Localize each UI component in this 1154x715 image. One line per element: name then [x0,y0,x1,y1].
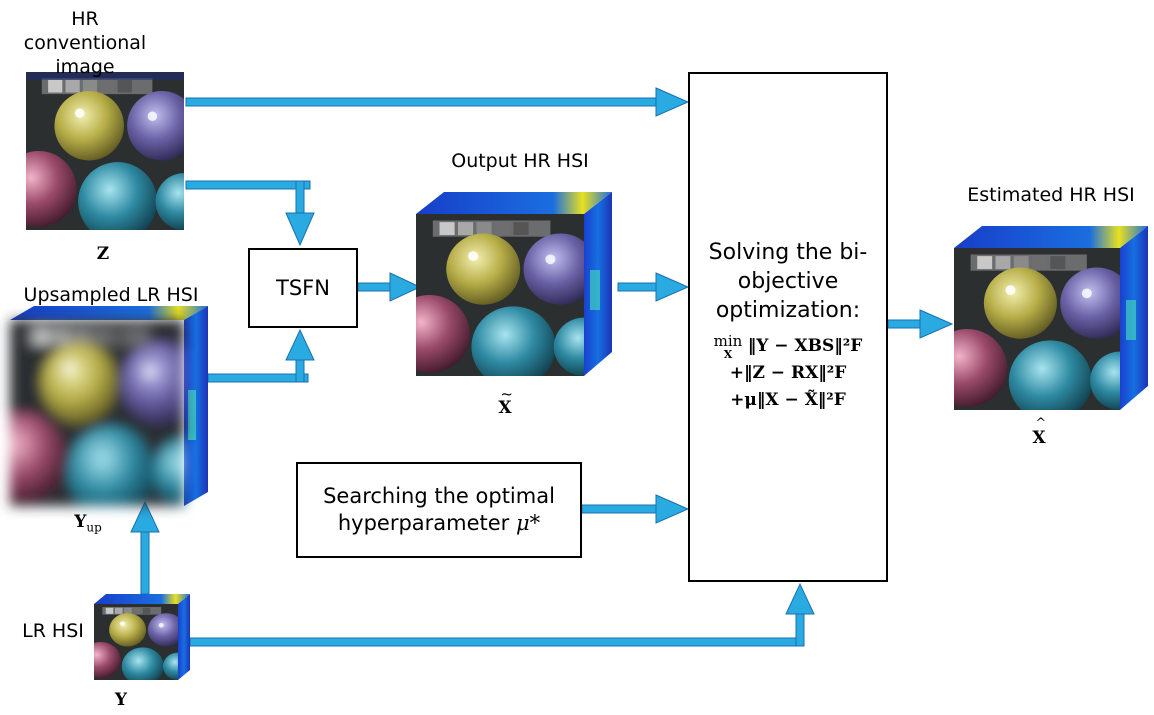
solver-equation-2: +‖Z − RX‖²F [729,363,847,384]
arrow-z-to-solver [185,87,690,117]
arrow-search-to-solver [581,494,690,524]
tilde-accent: ~ [500,385,513,403]
lr-hsi-cube [94,594,190,680]
arrow-lr-to-solver [189,582,815,647]
estimated-hr-hsi-cube [954,226,1148,410]
label-output-hr-hsi: Output HR HSI [451,150,589,172]
label-hr-conventional-image: HR conventional image [23,8,147,78]
hat-accent: ^ [1035,416,1047,431]
label-estimated-hr-hsi: Estimated HR HSI [967,184,1135,206]
arrow-z-to-tsfn [185,180,315,247]
label-lr-hsi: LR HSI [22,620,84,642]
solver-equation-3: +μ‖X − X̃‖²F [730,390,846,411]
output-hr-hsi-cube [416,192,612,376]
symbol-x-hat-base: X [1032,428,1046,448]
eq1-body: ‖Y − XBS‖²F [747,336,863,357]
mu-star-symbol: μ* [516,511,541,535]
symbol-z: Z [96,244,110,264]
tsfn-label: TSFN [276,276,330,300]
arrow-solver-to-estimated [887,309,954,339]
symbol-x-tilde-base: X [498,398,512,418]
hr-conventional-image [26,72,184,241]
solver-equation-1: min X ‖Y − XBS‖²F [714,333,863,360]
symbol-x-tilde: ~ X [490,385,520,418]
search-box-line2-text: hyperparameter [337,511,510,535]
symbol-y-up-base: Y [74,512,87,532]
search-hyperparameter-box: Searching the optimal hyperparameter μ* [296,462,582,558]
symbol-y-up-subscript: up [86,520,102,535]
symbol-y: Y [114,690,128,710]
symbol-y-up: Yup [58,512,118,534]
symbol-x-hat: ^ X [1024,416,1054,448]
tsfn-box: TSFN [248,248,358,328]
arrow-lr-to-upsampled [130,500,160,595]
eq1-min-subscript: X [723,347,733,361]
solver-title: Solving the bi-objective optimization: [708,240,868,323]
search-box-line1: Searching the optimal [323,483,555,508]
upsampled-lr-hsi-cube [10,306,208,506]
solver-box: Solving the bi-objective optimization: m… [688,72,888,582]
search-box-line2: hyperparameter μ* [338,510,540,537]
eq1-min: min [713,331,743,350]
arrow-output-to-solver [617,272,690,302]
label-upsampled-lr-hsi: Upsampled LR HSI [23,284,199,306]
arrow-upsampled-to-tsfn [207,328,315,383]
arrow-tsfn-to-output [357,272,422,302]
